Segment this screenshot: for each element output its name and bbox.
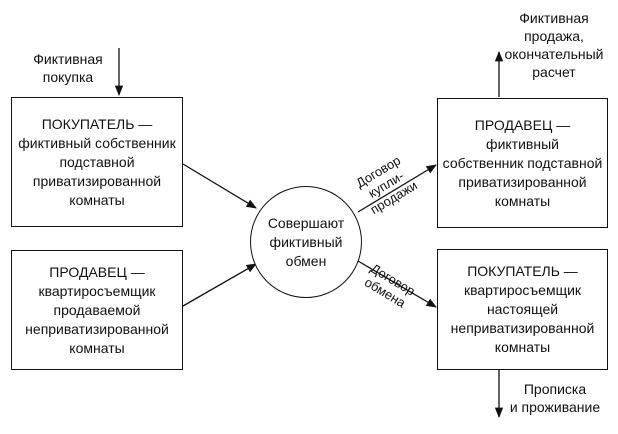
center-fictitious-exchange: Совершают фиктивный обмен [250, 186, 362, 298]
box-buyer-tenant: ПОКУПАТЕЛЬ — квартиросъемщик настоящей н… [437, 249, 608, 370]
arrow-center-to-seller [357, 164, 437, 213]
label-fictitious-sale: Фиктивная продажа, окончательный расчет [504, 10, 604, 80]
arrow-buyer-to-center [182, 163, 257, 209]
arrow-seller-to-center [182, 263, 257, 307]
box-seller-fictitious-owner: ПРОДАВЕЦ — фиктивный собственник подстав… [437, 98, 608, 228]
box-seller-tenant: ПРОДАВЕЦ — квартиросъемщик продаваемой н… [11, 250, 183, 370]
label-registration: Прописка и проживание [509, 381, 601, 415]
box-buyer-fictitious-owner: ПОКУПАТЕЛЬ — фиктивный собственник подст… [11, 97, 183, 227]
label-fictitious-purchase: Фиктивная покупка [33, 51, 103, 85]
arrow-center-to-buyer [357, 260, 437, 308]
